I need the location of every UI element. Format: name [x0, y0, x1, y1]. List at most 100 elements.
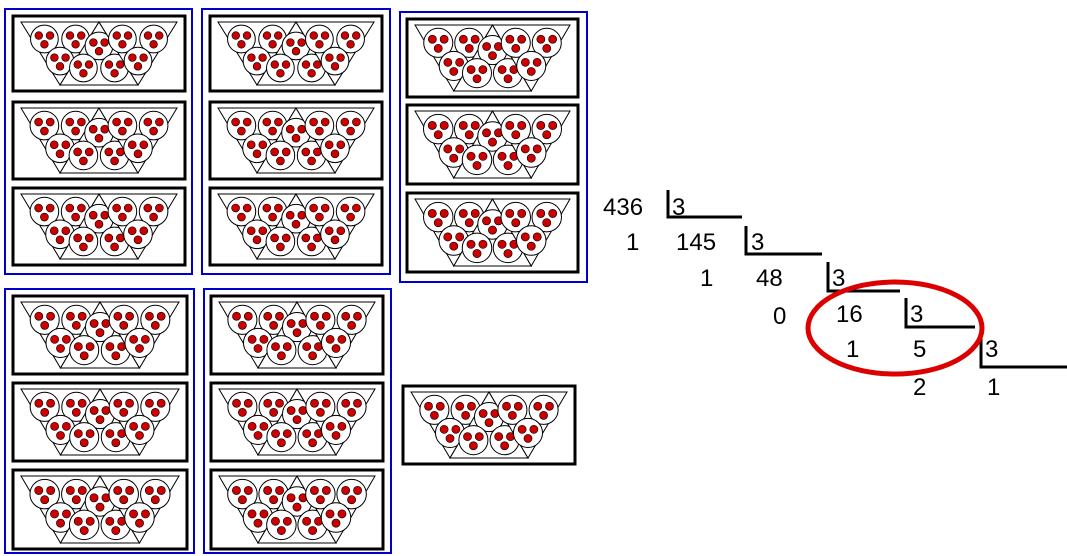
red-dot [100, 210, 110, 220]
red-dot [50, 421, 59, 431]
red-dot [56, 344, 65, 353]
red-dot [40, 495, 50, 505]
red-dot [497, 65, 507, 74]
red-dot [141, 509, 150, 519]
red-dot [315, 126, 324, 136]
red-dot [307, 156, 316, 166]
row-box [405, 17, 580, 99]
red-dot [77, 117, 86, 127]
red-dot [110, 242, 119, 252]
red-dot [470, 34, 480, 44]
red-dot [511, 130, 521, 140]
dot-cluster [68, 509, 100, 541]
dot-cluster [108, 24, 137, 54]
red-dot [258, 140, 268, 150]
red-dot [463, 432, 472, 441]
red-dot [340, 203, 350, 213]
dot-cluster [531, 113, 562, 145]
red-dot [511, 218, 521, 228]
red-dot [517, 209, 527, 218]
red-dot [77, 311, 87, 321]
red-dot [301, 233, 311, 243]
red-dot [548, 121, 558, 130]
red-dot [286, 319, 296, 328]
red-dot [282, 516, 292, 526]
dot-cluster [226, 196, 257, 227]
red-dot [253, 518, 263, 528]
dot-cluster [281, 312, 313, 343]
red-dot [449, 67, 459, 76]
red-dot [321, 311, 331, 321]
red-dot [110, 156, 119, 166]
dot-cluster [336, 24, 365, 54]
red-dot [292, 502, 302, 512]
red-dot [281, 147, 291, 157]
red-dot [50, 53, 59, 62]
red-dot [340, 31, 350, 40]
dot-cluster [304, 196, 335, 227]
remainder-step5: 2 [913, 374, 926, 401]
red-dot [118, 126, 127, 136]
red-dot [275, 486, 284, 495]
dot-cluster [69, 53, 98, 83]
red-dot [275, 311, 284, 321]
red-dot [315, 212, 324, 222]
red-dot [123, 117, 133, 127]
red-dot [353, 398, 362, 408]
remainder-step4: 1 [846, 336, 859, 363]
cluster-circle [68, 140, 99, 171]
red-dot [73, 429, 83, 438]
dot-cluster [124, 414, 155, 445]
red-dot [307, 242, 316, 252]
red-dot [274, 117, 283, 127]
red-dot [56, 431, 65, 440]
red-dot [331, 431, 341, 440]
dot-cluster [45, 502, 76, 533]
triangle-group [59, 475, 141, 544]
dot-cluster [492, 232, 524, 264]
red-dot [353, 486, 362, 495]
row-box [11, 468, 189, 551]
dot-cluster [423, 201, 454, 233]
triangle-group [217, 21, 297, 86]
dot-cluster [108, 478, 139, 510]
red-dot [243, 398, 253, 408]
dot-cluster [227, 304, 258, 335]
cluster-circle [320, 219, 350, 250]
red-dot [270, 60, 279, 69]
red-dot [65, 117, 75, 127]
red-dot [445, 434, 455, 443]
red-dot [532, 232, 542, 242]
dot-cluster [297, 53, 326, 83]
blue-group-5 [203, 288, 392, 554]
row-box [11, 100, 187, 181]
red-dot [263, 486, 273, 495]
red-dot [135, 431, 144, 440]
red-dot [125, 398, 134, 408]
blue-group-4 [4, 288, 195, 554]
red-dot [291, 219, 301, 229]
triangle-group [257, 301, 337, 369]
red-dot [439, 34, 449, 44]
red-dot [238, 321, 247, 330]
red-dot [517, 424, 527, 434]
red-dot [113, 486, 123, 495]
triangle-group [295, 107, 375, 174]
red-dot [347, 495, 357, 505]
red-dot [532, 57, 542, 67]
red-dot [149, 126, 158, 136]
red-dot [533, 401, 543, 411]
dot-cluster [108, 304, 139, 335]
red-dot [310, 311, 319, 321]
dot-cluster [265, 140, 296, 171]
red-dot [237, 126, 246, 136]
red-dot [85, 516, 95, 526]
dot-cluster [258, 478, 289, 510]
dot-cluster [29, 110, 60, 141]
triangle-group [296, 388, 376, 456]
red-dot [478, 65, 488, 74]
row-box [208, 100, 384, 181]
triangle-group [256, 193, 336, 260]
red-dot [79, 156, 88, 166]
dot-cluster [258, 304, 289, 335]
